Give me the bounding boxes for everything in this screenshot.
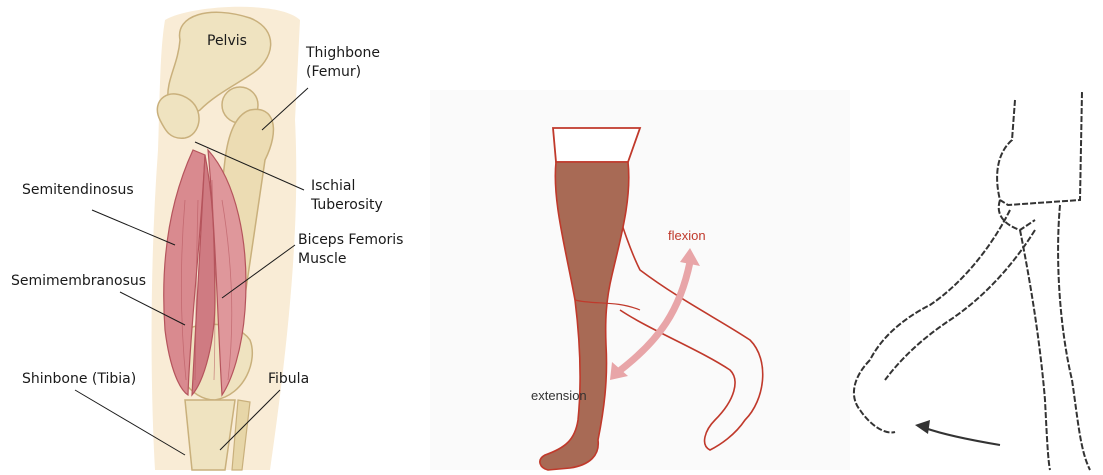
swing-foot: [854, 360, 895, 433]
torso-outline: [997, 92, 1082, 205]
standing-leg-outline: [1058, 205, 1090, 470]
swing-leg-lower: [885, 230, 1035, 380]
swing-arrowhead: [915, 420, 930, 434]
swing-leg-upper: [870, 210, 1010, 360]
swing-arrow-line: [925, 428, 1000, 445]
standing-leg-inner: [1020, 230, 1050, 470]
